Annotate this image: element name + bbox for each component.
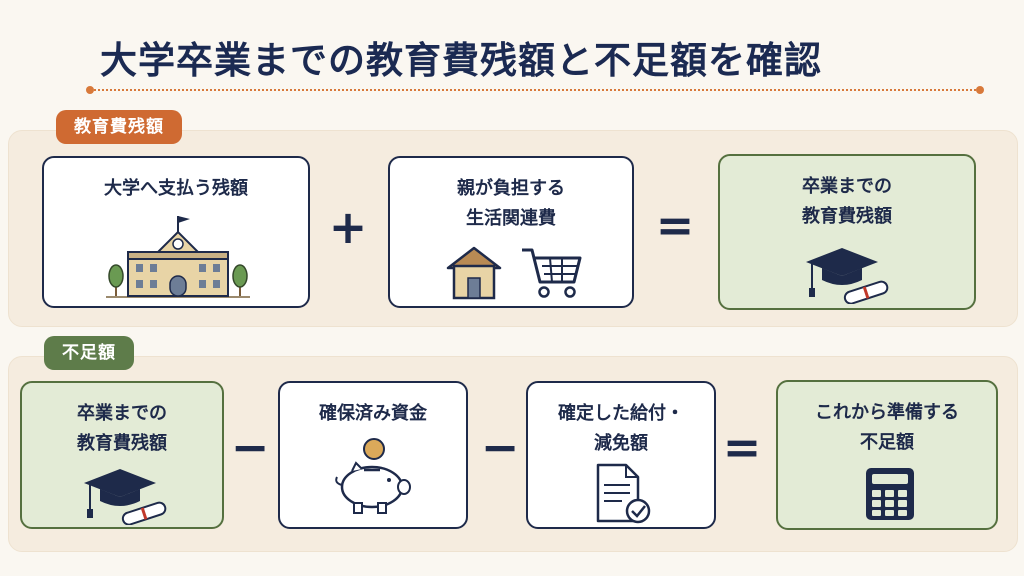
shopping-cart-icon: [522, 248, 582, 298]
university-building-icon: [106, 216, 250, 298]
divider-dot-right: [976, 86, 984, 94]
graduation-cap-diploma-icon: [84, 469, 167, 525]
equals-operator-2: =: [722, 420, 762, 474]
plus-operator: +: [328, 200, 368, 254]
title-divider: [90, 89, 980, 91]
total-remaining-box-2: 卒業までの 教育費残額: [20, 381, 224, 529]
shortfall-tag: 不足額: [44, 336, 134, 370]
university-remaining-label: 大学へ支払う残額: [104, 178, 248, 199]
secured-funds-label: 確保済み資金: [319, 403, 427, 424]
shortfall-result-box: これから準備する 不足額: [776, 380, 998, 530]
university-remaining-box: 大学へ支払う残額: [42, 156, 310, 308]
page-title: 大学卒業までの教育費残額と不足額を確認: [100, 39, 822, 82]
confirmed-aid-box: 確定した給付・ 減免額: [526, 381, 716, 529]
shortfall-result-label: これから準備する 不足額: [815, 402, 959, 453]
divider-dot-left: [86, 86, 94, 94]
equals-operator: =: [655, 198, 695, 252]
document-check-icon: [596, 463, 651, 524]
confirmed-aid-label: 確定した給付・ 減免額: [558, 403, 684, 454]
minus-operator-2: −: [480, 420, 520, 474]
secured-funds-box: 確保済み資金: [278, 381, 468, 529]
living-cost-label: 親が負担する 生活関連費: [457, 178, 565, 229]
total-remaining-label-2: 卒業までの 教育費残額: [77, 403, 167, 454]
calculator-icon: [866, 468, 914, 520]
remaining-cost-tag: 教育費残額: [56, 110, 182, 144]
piggy-bank-coin-icon: [335, 438, 411, 514]
house-icon: [446, 246, 502, 300]
total-remaining-label: 卒業までの 教育費残額: [802, 176, 892, 227]
graduation-cap-diploma-icon: [806, 248, 889, 304]
total-remaining-box: 卒業までの 教育費残額: [718, 154, 976, 310]
living-cost-box: 親が負担する 生活関連費: [388, 156, 634, 308]
minus-operator-1: −: [230, 420, 270, 474]
